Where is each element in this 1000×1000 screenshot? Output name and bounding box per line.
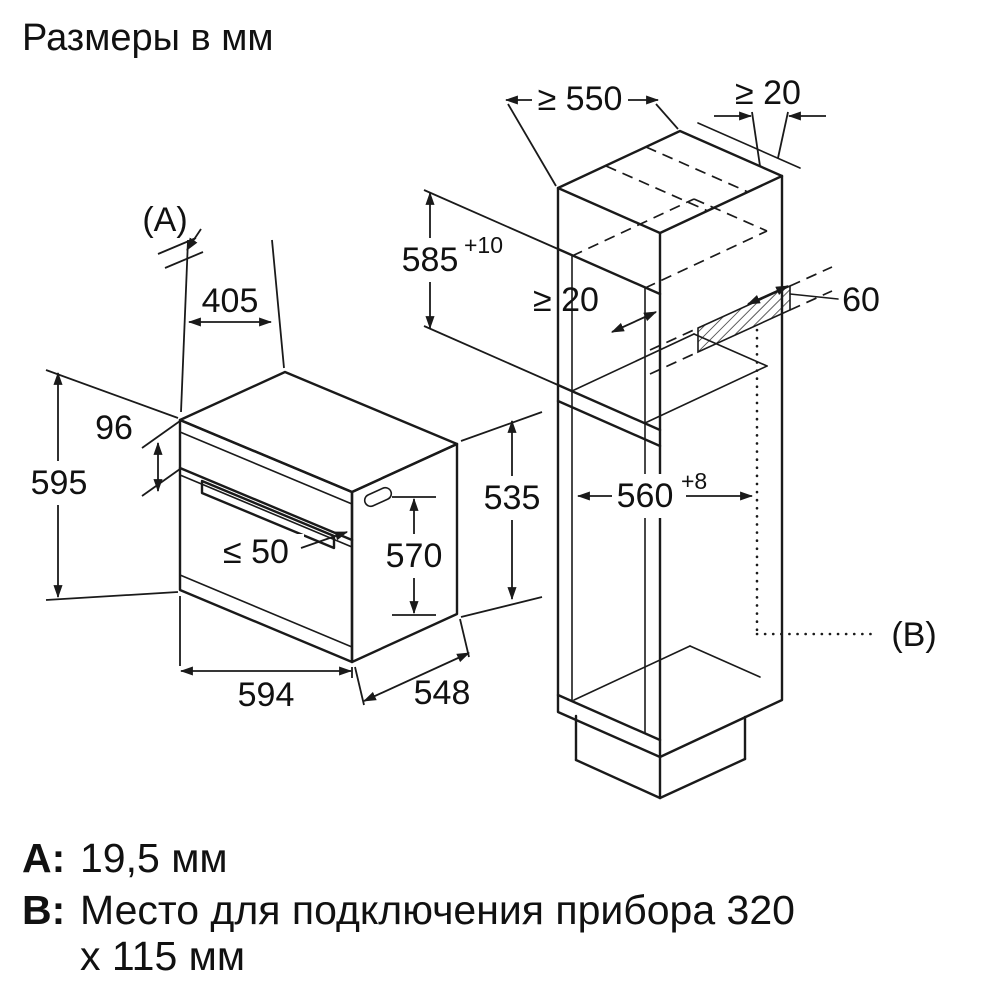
legend-a-key: A: bbox=[22, 835, 65, 881]
dim-b-ref-label: (B) bbox=[891, 616, 936, 654]
plinth-depth-edge bbox=[658, 757, 747, 800]
dim-585-label-bg bbox=[399, 238, 461, 282]
dim-405-ext-right bbox=[271, 239, 285, 369]
oven-handle bbox=[200, 479, 336, 550]
dim-ge20top-ext-right bbox=[777, 111, 789, 159]
dim-560-label: 560 bbox=[617, 477, 674, 515]
dim-ge20top-label: ≥ 20 bbox=[735, 74, 801, 112]
dim-le50-leader bbox=[300, 531, 349, 549]
dim-ge550-ext-right bbox=[655, 103, 679, 130]
dim-560-label-bg bbox=[612, 474, 686, 518]
dim-a-tick-2 bbox=[164, 251, 204, 269]
legend: A: 19,5 мм B: Место для подключения приб… bbox=[22, 835, 795, 979]
oven-frame-line bbox=[179, 431, 353, 505]
dim-a-ref-label: (A) bbox=[142, 201, 187, 239]
dim-595-label: 595 bbox=[31, 464, 88, 502]
legend-a-value: 19,5 мм bbox=[80, 835, 228, 881]
dim-le50-label: ≤ 50 bbox=[223, 533, 289, 571]
shelf-depth-edge-left bbox=[571, 333, 695, 392]
band-dash-right-top bbox=[789, 266, 833, 287]
shelf-depth-edge-right bbox=[644, 365, 768, 424]
dim-548-label: 548 bbox=[414, 674, 471, 712]
dim-570-label-bg bbox=[384, 534, 444, 578]
legend-b-value-line2: х 115 мм bbox=[80, 933, 245, 979]
dim-585-tolerance: +10 bbox=[464, 232, 503, 258]
cabinet-top-right-edge bbox=[658, 174, 784, 235]
oven-side-face bbox=[350, 442, 459, 664]
oven-drawing: (A) 405 96 595 ≤ 50 570 5 bbox=[26, 201, 543, 714]
legend-b-key: B: bbox=[22, 887, 65, 933]
connection-area-hatch bbox=[697, 284, 791, 354]
dim-96-ext-top bbox=[141, 420, 181, 449]
dim-96-label: 96 bbox=[95, 409, 133, 447]
oven-top-face bbox=[178, 370, 459, 494]
oven-door-bottom bbox=[179, 574, 353, 648]
oven-panel-bottom bbox=[178, 466, 354, 542]
band-dash-right-bottom bbox=[789, 290, 833, 311]
topface-hidden-1 bbox=[605, 165, 709, 212]
dim-548-ext-right bbox=[459, 618, 470, 658]
floor-depth-edge bbox=[573, 645, 691, 701]
band-dash-left-top bbox=[649, 327, 699, 351]
dim-570-label: 570 bbox=[386, 537, 443, 575]
shelf-top-edge bbox=[556, 383, 662, 432]
floor-back-edge bbox=[689, 645, 761, 678]
dim-ge20back-label: ≥ 20 bbox=[533, 281, 599, 319]
plinth-bottom-edge bbox=[574, 758, 662, 800]
dim-ge550-label: ≥ 550 bbox=[538, 80, 623, 118]
dim-405-ext-left bbox=[180, 239, 189, 413]
oven-door-top bbox=[179, 474, 353, 548]
dim-535-ext-top bbox=[460, 411, 543, 442]
cabinet-drawing: ≥ 550 ≥ 20 585 +10 ≥ 20 60 560 +8 (B) bbox=[399, 74, 937, 800]
bottom-rail-edge bbox=[556, 693, 662, 742]
dim-le50-label-bg bbox=[212, 534, 304, 572]
cabinet-front-top-edge bbox=[556, 186, 662, 235]
dim-548-ext-left bbox=[354, 666, 365, 706]
rear-wall-line bbox=[697, 122, 801, 169]
dim-405-label: 405 bbox=[202, 282, 259, 320]
dim-ge550-label-bg bbox=[532, 78, 628, 120]
shelf-bottom-edge bbox=[556, 399, 662, 448]
dim-60-label: 60 bbox=[842, 281, 880, 319]
topface-hidden-2 bbox=[645, 146, 749, 193]
dim-ge20top-ext-left bbox=[751, 111, 761, 167]
page-title: Размеры в мм bbox=[22, 17, 273, 59]
band-dash-left-bottom bbox=[649, 351, 699, 375]
dim-535-ext-bottom bbox=[460, 596, 543, 618]
dim-60-leader bbox=[789, 293, 839, 300]
dim-ge550-ext-left bbox=[507, 103, 557, 187]
dim-60-arrow bbox=[747, 285, 789, 305]
niche-hidden-right-depth bbox=[644, 230, 768, 289]
dim-560-tolerance: +8 bbox=[681, 468, 707, 494]
oven-side-grip-hole bbox=[363, 486, 393, 508]
dim-585-ext-top bbox=[423, 189, 559, 250]
dim-ge20back-arrow bbox=[611, 311, 657, 333]
niche-hidden-back-top bbox=[693, 198, 768, 232]
legend-b-value-line1: Место для подключения прибора 320 bbox=[80, 887, 795, 933]
dim-594-label: 594 bbox=[238, 676, 295, 714]
niche-top-edge bbox=[556, 247, 662, 296]
dim-585-ext-bottom bbox=[423, 325, 559, 386]
dim-595-ext-bottom bbox=[45, 591, 179, 601]
dim-548-line bbox=[363, 652, 470, 702]
dim-96-ext-bottom bbox=[141, 468, 181, 497]
dim-535-label: 535 bbox=[484, 479, 541, 517]
dim-535-label-bg bbox=[482, 476, 542, 520]
dim-595-ext-top bbox=[45, 369, 179, 419]
dim-a-leader bbox=[186, 228, 202, 251]
dim-595-label-bg bbox=[26, 461, 92, 505]
dim-585-label: 585 bbox=[402, 241, 459, 279]
niche-hidden-left-depth bbox=[571, 198, 695, 257]
cabinet-silhouette bbox=[556, 129, 784, 759]
